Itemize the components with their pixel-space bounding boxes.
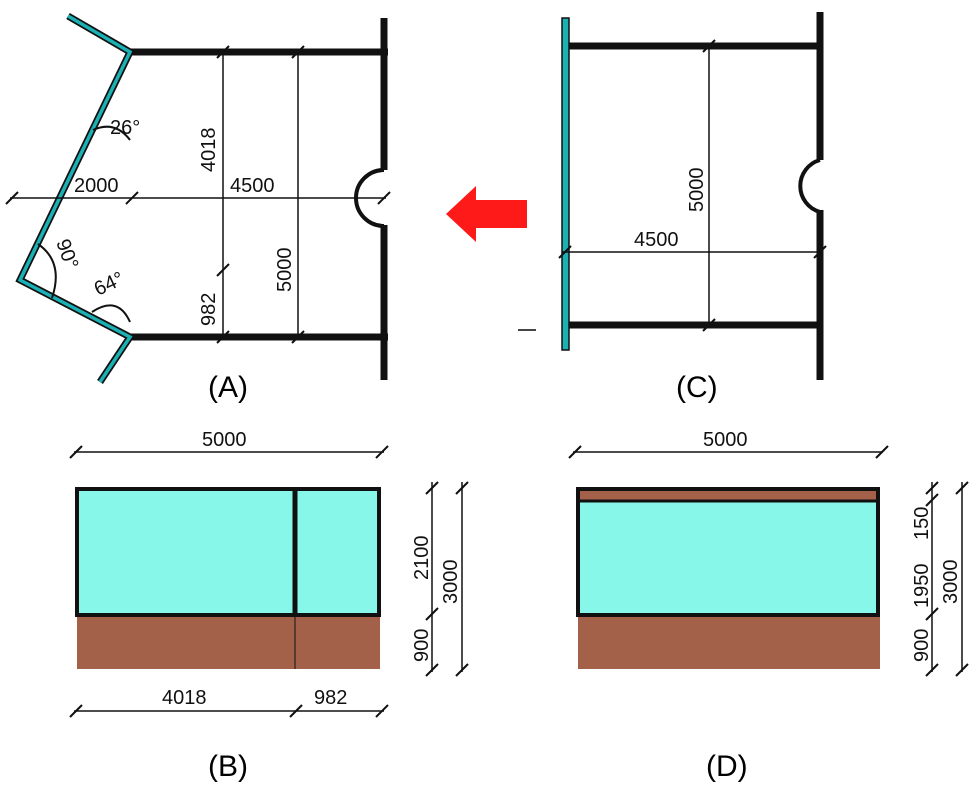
b-label-900: 900 <box>411 629 433 662</box>
d-top-spandrel <box>578 489 878 501</box>
a-angle-90-arc <box>37 243 57 299</box>
panel-a: 4018 5000 982 2000 4500 26° 90° 64° (A) <box>5 12 391 404</box>
b-glass-frame <box>75 487 381 617</box>
a-tick <box>291 45 305 59</box>
panel-b: 5000 2100 3000 900 4018 982 (B) <box>69 429 469 783</box>
b-glass-right <box>297 489 378 615</box>
c-label-5000: 5000 <box>686 168 708 213</box>
b-tick <box>425 663 439 677</box>
b-tick <box>69 704 83 718</box>
d-tick <box>925 607 939 621</box>
b-label-3000: 3000 <box>440 560 462 605</box>
a-label-2000: 2000 <box>74 175 119 197</box>
d-tick <box>925 663 939 677</box>
d-bottom-spandrel <box>578 615 880 669</box>
d-label-3000: 3000 <box>940 560 962 605</box>
d-tick <box>568 445 582 459</box>
a-label-4018: 4018 <box>198 128 220 173</box>
d-label-1950: 1950 <box>911 564 933 609</box>
c-straight-glazing <box>561 17 570 351</box>
d-tick <box>875 445 889 459</box>
b-tick <box>425 607 439 621</box>
b-glass-left <box>77 489 294 615</box>
a-label-26: 26° <box>110 117 140 139</box>
arrow-left-icon <box>446 186 527 242</box>
d-tick <box>925 481 939 495</box>
c-label-4500: 4500 <box>634 229 679 251</box>
b-label-982: 982 <box>314 687 347 709</box>
b-label-4018: 4018 <box>162 687 207 709</box>
c-tick <box>702 318 716 332</box>
panel-d: 5000 150 1950 3000 900 (D) <box>568 429 969 783</box>
d-caption: (D) <box>706 750 748 783</box>
b-caption: (B) <box>208 750 248 783</box>
a-label-5000: 5000 <box>274 248 296 293</box>
d-frame <box>576 487 880 617</box>
a-tick <box>291 330 305 344</box>
c-tick <box>558 245 572 259</box>
b-label-2100: 2100 <box>411 536 433 581</box>
c-tick <box>702 39 716 53</box>
a-tick <box>125 191 139 205</box>
a-angle-26-arc <box>92 125 131 141</box>
b-spandrel <box>77 615 380 669</box>
d-label-150: 150 <box>911 507 933 540</box>
a-tick <box>216 45 230 59</box>
d-tick <box>955 663 969 677</box>
panel-c: 5000 4500 (C) <box>518 12 827 404</box>
c-caption: (C) <box>676 371 718 404</box>
a-label-982: 982 <box>198 293 220 326</box>
b-tick <box>425 481 439 495</box>
b-tick <box>69 445 83 459</box>
b-label-top-5000: 5000 <box>202 429 247 451</box>
a-angled-glazing-color <box>17 14 133 383</box>
a-tick <box>216 263 230 277</box>
c-door-arc <box>798 158 821 214</box>
b-tick <box>455 663 469 677</box>
a-label-4500: 4500 <box>230 175 275 197</box>
a-angle-64-arc <box>91 304 131 323</box>
a-label-90: 90° <box>51 236 82 272</box>
b-tick <box>289 704 303 718</box>
a-tick <box>5 191 19 205</box>
d-glass <box>578 501 878 615</box>
b-tick <box>455 481 469 495</box>
d-tick <box>925 493 939 507</box>
b-tick <box>375 704 389 718</box>
a-tick <box>377 191 391 205</box>
d-label-900: 900 <box>911 629 933 662</box>
c-tick <box>813 245 827 259</box>
b-tick <box>375 445 389 459</box>
a-tick <box>216 330 230 344</box>
a-label-64: 64° <box>91 268 128 301</box>
d-tick <box>955 481 969 495</box>
d-label-top-5000: 5000 <box>703 429 748 451</box>
a-caption: (A) <box>208 371 248 404</box>
